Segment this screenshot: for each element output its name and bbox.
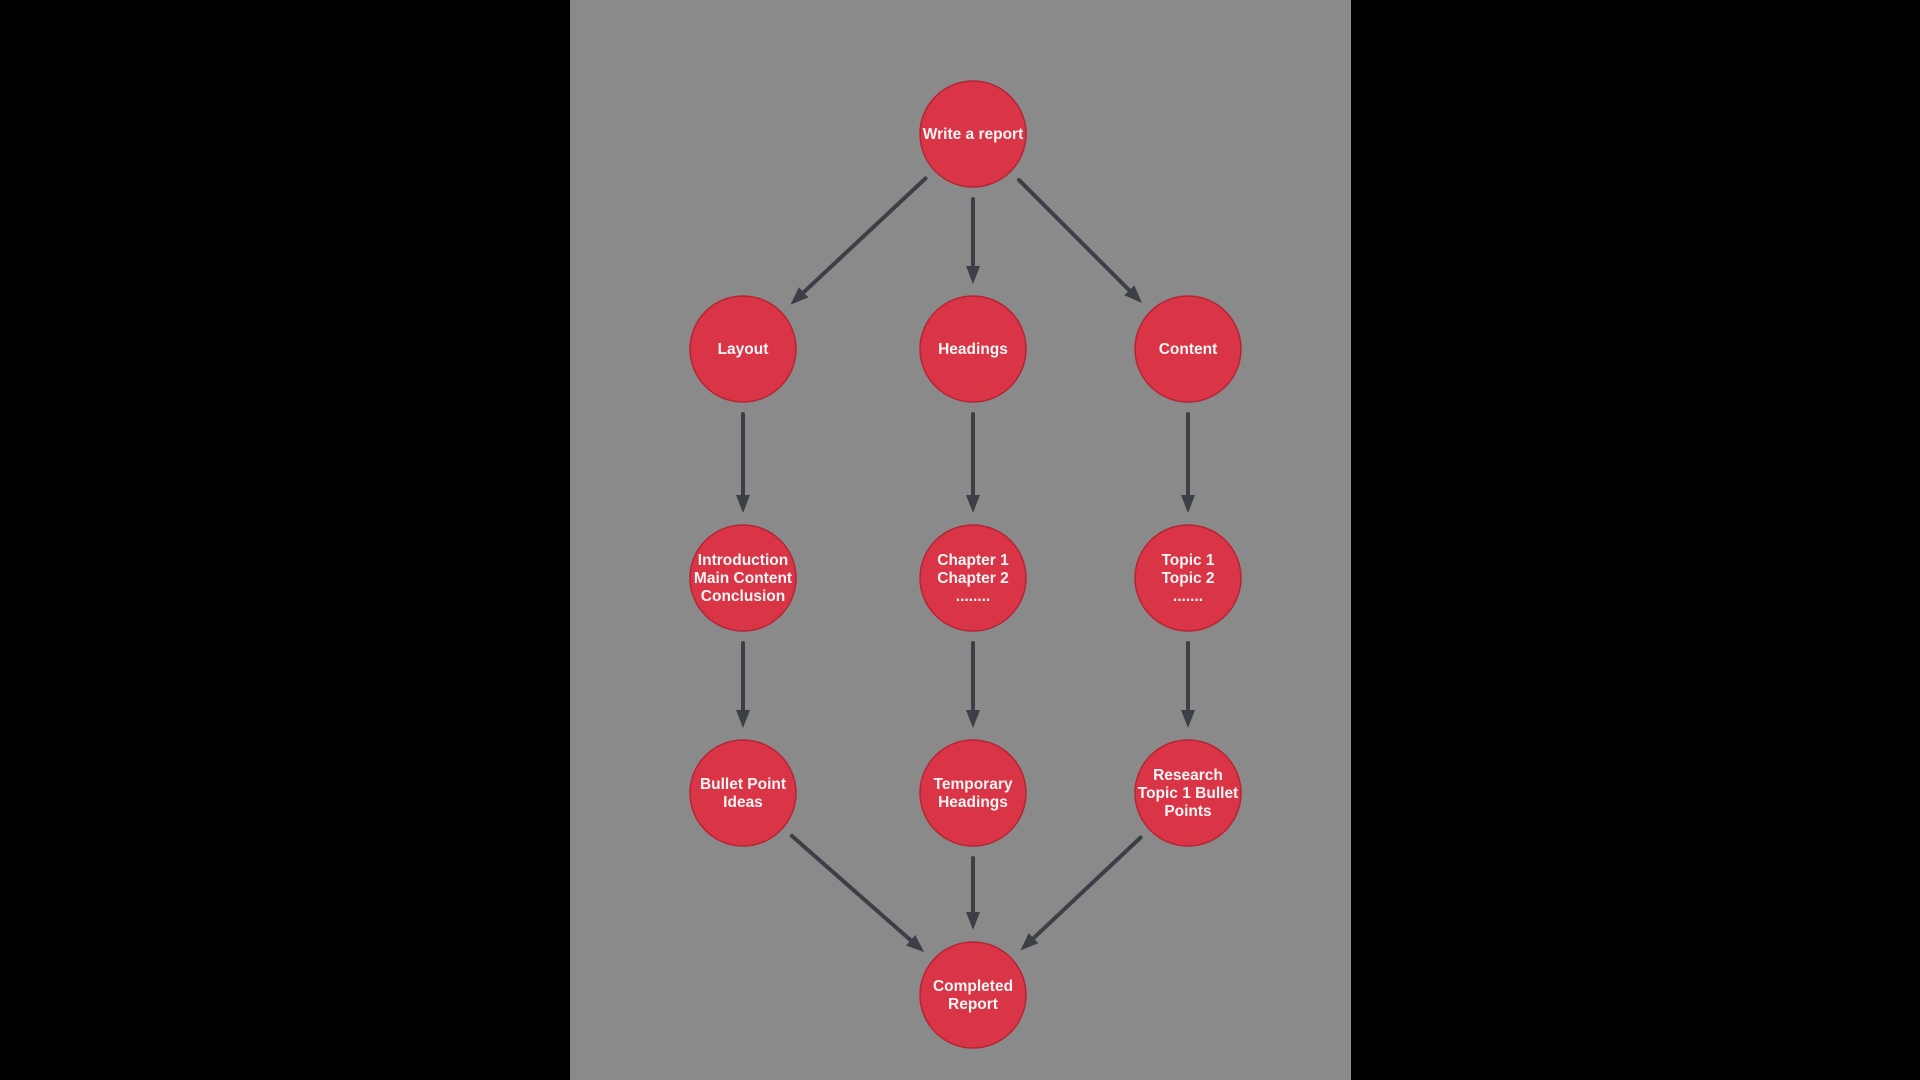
node-label: Research — [1153, 767, 1223, 784]
node-label: Headings — [938, 341, 1008, 358]
edge-topics-to-research — [1181, 641, 1195, 728]
node-label: Ideas — [723, 794, 763, 811]
node-label: Chapter 2 — [937, 570, 1009, 587]
edge-write-to-layout — [790, 176, 928, 305]
edge-temp-to-completed — [966, 856, 980, 930]
node-circle — [689, 524, 797, 632]
arrow-head-icon — [966, 495, 980, 513]
edge-write-to-headings — [966, 197, 980, 284]
node-circle — [919, 80, 1027, 188]
node-circle — [689, 295, 797, 403]
node-label: Topic 1 — [1161, 552, 1214, 569]
node-circle — [919, 739, 1027, 847]
node-label: Report — [948, 996, 998, 1013]
edge-bullets-to-completed — [789, 833, 925, 953]
node-label: ....... — [1173, 588, 1203, 605]
edge-chapters-to-temp — [966, 641, 980, 728]
node-layout: Layout — [689, 295, 797, 403]
arrow-head-icon — [736, 495, 750, 513]
node-label: Topic 2 — [1161, 570, 1214, 587]
node-label: Points — [1164, 803, 1211, 820]
arrow-head-icon — [966, 912, 980, 930]
node-label: Main Content — [694, 570, 792, 587]
edge-content-to-topics — [1181, 412, 1195, 513]
arrow-head-icon — [1020, 933, 1039, 951]
node-circle — [1134, 739, 1242, 847]
node-label: Layout — [718, 341, 769, 358]
node-circle — [689, 739, 797, 847]
arrow-head-icon — [1181, 710, 1195, 728]
edge-layout-to-sections — [736, 412, 750, 513]
node-label: Write a report — [923, 126, 1024, 143]
node-label: Conclusion — [701, 588, 785, 605]
node-content: Content — [1134, 295, 1242, 403]
edges-layer — [736, 176, 1195, 953]
node-label: Introduction — [698, 552, 788, 569]
arrow-head-icon — [736, 710, 750, 728]
edge-line — [800, 176, 928, 296]
node-circle — [919, 941, 1027, 1049]
edge-research-to-completed — [1020, 835, 1143, 951]
node-write: Write a report — [919, 80, 1027, 188]
node-circle — [919, 295, 1027, 403]
node-label: Bullet Point — [700, 776, 786, 793]
node-label: Completed — [933, 978, 1013, 995]
node-label: ........ — [956, 588, 990, 605]
node-label: Headings — [938, 794, 1008, 811]
edge-write-to-content — [1016, 177, 1143, 304]
edge-line — [1016, 177, 1133, 294]
edge-line — [789, 833, 915, 944]
edge-sections-to-bullets — [736, 641, 750, 728]
node-label: Chapter 1 — [937, 552, 1009, 569]
arrow-head-icon — [790, 287, 809, 305]
node-label: Content — [1159, 341, 1218, 358]
arrow-head-icon — [1181, 495, 1195, 513]
arrow-head-icon — [966, 710, 980, 728]
arrow-head-icon — [1124, 285, 1143, 304]
arrow-head-icon — [906, 934, 925, 953]
node-label: Topic 1 Bullet — [1138, 785, 1238, 802]
node-circle — [1134, 524, 1242, 632]
node-circle — [919, 524, 1027, 632]
node-label: Temporary — [934, 776, 1013, 793]
node-circle — [1134, 295, 1242, 403]
node-headings: Headings — [919, 295, 1027, 403]
edge-headings-to-chapters — [966, 412, 980, 513]
arrow-head-icon — [966, 266, 980, 284]
edge-line — [1030, 835, 1143, 942]
